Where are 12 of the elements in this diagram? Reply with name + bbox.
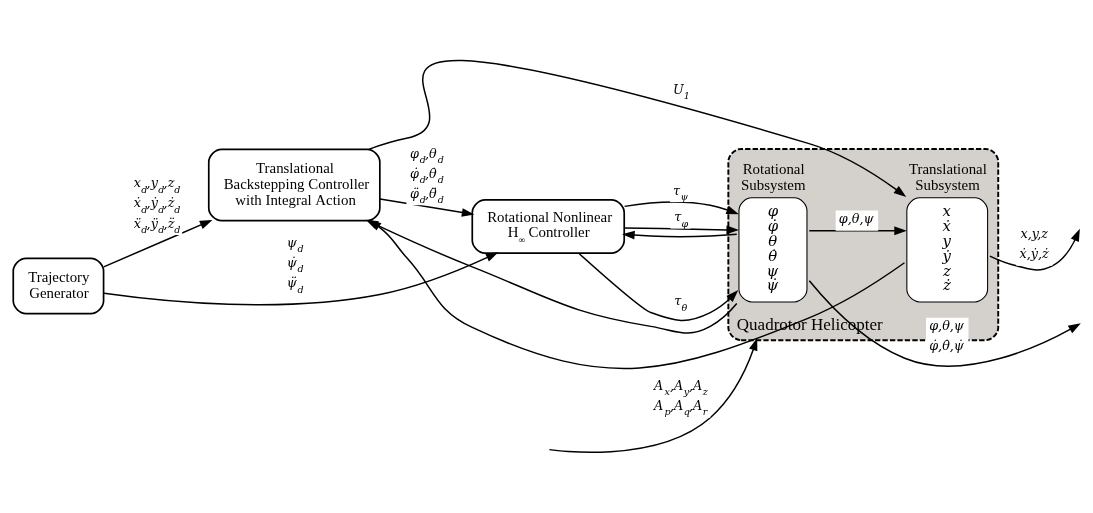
edge-label: φ,θ,ψ (838, 211, 874, 227)
edge-label: τ$_{ψ}$ (673, 182, 689, 203)
edge-label: φ$_{d}$,θ$_{d}$ φ̇$_{d}$,θ̇$_{d}$ φ̈$_{d}$,θ̈$_{d}$ (410, 145, 444, 206)
edge-label: τ$_{φ}$ (674, 209, 689, 229)
edge-label: A$_{x}$,A$_{y}$,A$_{z}$ A$_{p}$,A$_{q}$,A$_{r}$ (653, 377, 708, 418)
node-label: Translational Subsystem (908, 160, 987, 193)
edge-label: τ$_{θ}$ (674, 293, 688, 313)
edge-label: x$_{d}$,y$_{d}$,z$_{d}$ ẋ$_{d}$,ẏ$_{d}$,ż$_{d}$ ẍ$_{d}$,ÿ$_{d}$,z̈$_{d}$ (133, 175, 181, 236)
edge-label: U$_{1}$ (673, 81, 690, 102)
node-label: Rotational Subsystem (741, 160, 806, 193)
edge-label: x,y,z ẋ,ẏ,ż (1019, 225, 1049, 261)
edge-label: ψ$_{d}$ ψ̇$_{d}$ ψ̈$_{d}$ (286, 234, 304, 295)
